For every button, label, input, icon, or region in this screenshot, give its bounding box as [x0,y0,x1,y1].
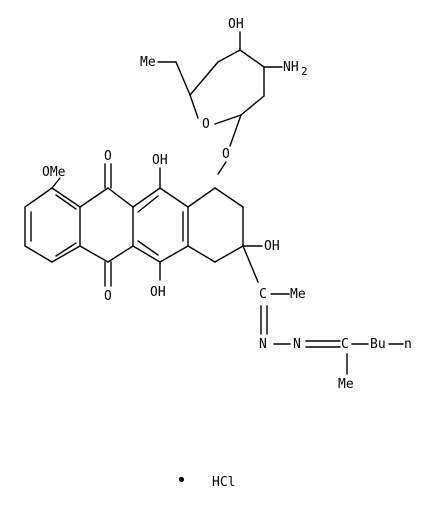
hydroxyl-label-top: OH [152,153,168,168]
salt-dot: • [176,470,187,491]
tetracycle-bonds [24,163,263,287]
hydroxyl-label-ring: OH [264,239,280,254]
hydrazone-carbon-label: C [341,337,349,352]
hydroxyl-label-bottom: OH [150,285,166,300]
methyl-label-sugar: Me [140,55,156,70]
methyl-label-imine: Me [290,287,306,302]
methoxy-label: OMe [42,165,66,180]
butyl-suffix-label: n [404,337,412,352]
amine-label: NH [283,60,299,75]
methyl-label-hydrazone: Me [338,377,354,392]
hydrazone-bonds [260,293,369,375]
hydroxyl-label-sugar: OH [228,17,244,32]
amine-subscript: 2 [301,65,308,78]
sugar-ring-bonds [157,31,283,175]
salt-label: HCl [212,475,235,490]
glycosidic-oxygen-label: O [222,147,230,162]
butyl-label: Bu [370,337,386,352]
atom-labels: OH NH 2 Me O O OMe O OH OH O OH C Me N N… [42,17,412,392]
imine-carbon-label: C [259,287,267,302]
ketone-label-bottom: O [104,289,112,304]
nitrogen-label-1: N [259,337,267,352]
nitrogen-label-2: N [293,337,301,352]
ketone-label-top: O [104,149,112,164]
ring-oxygen-label: O [202,117,210,132]
salt-group: • HCl [176,470,235,491]
